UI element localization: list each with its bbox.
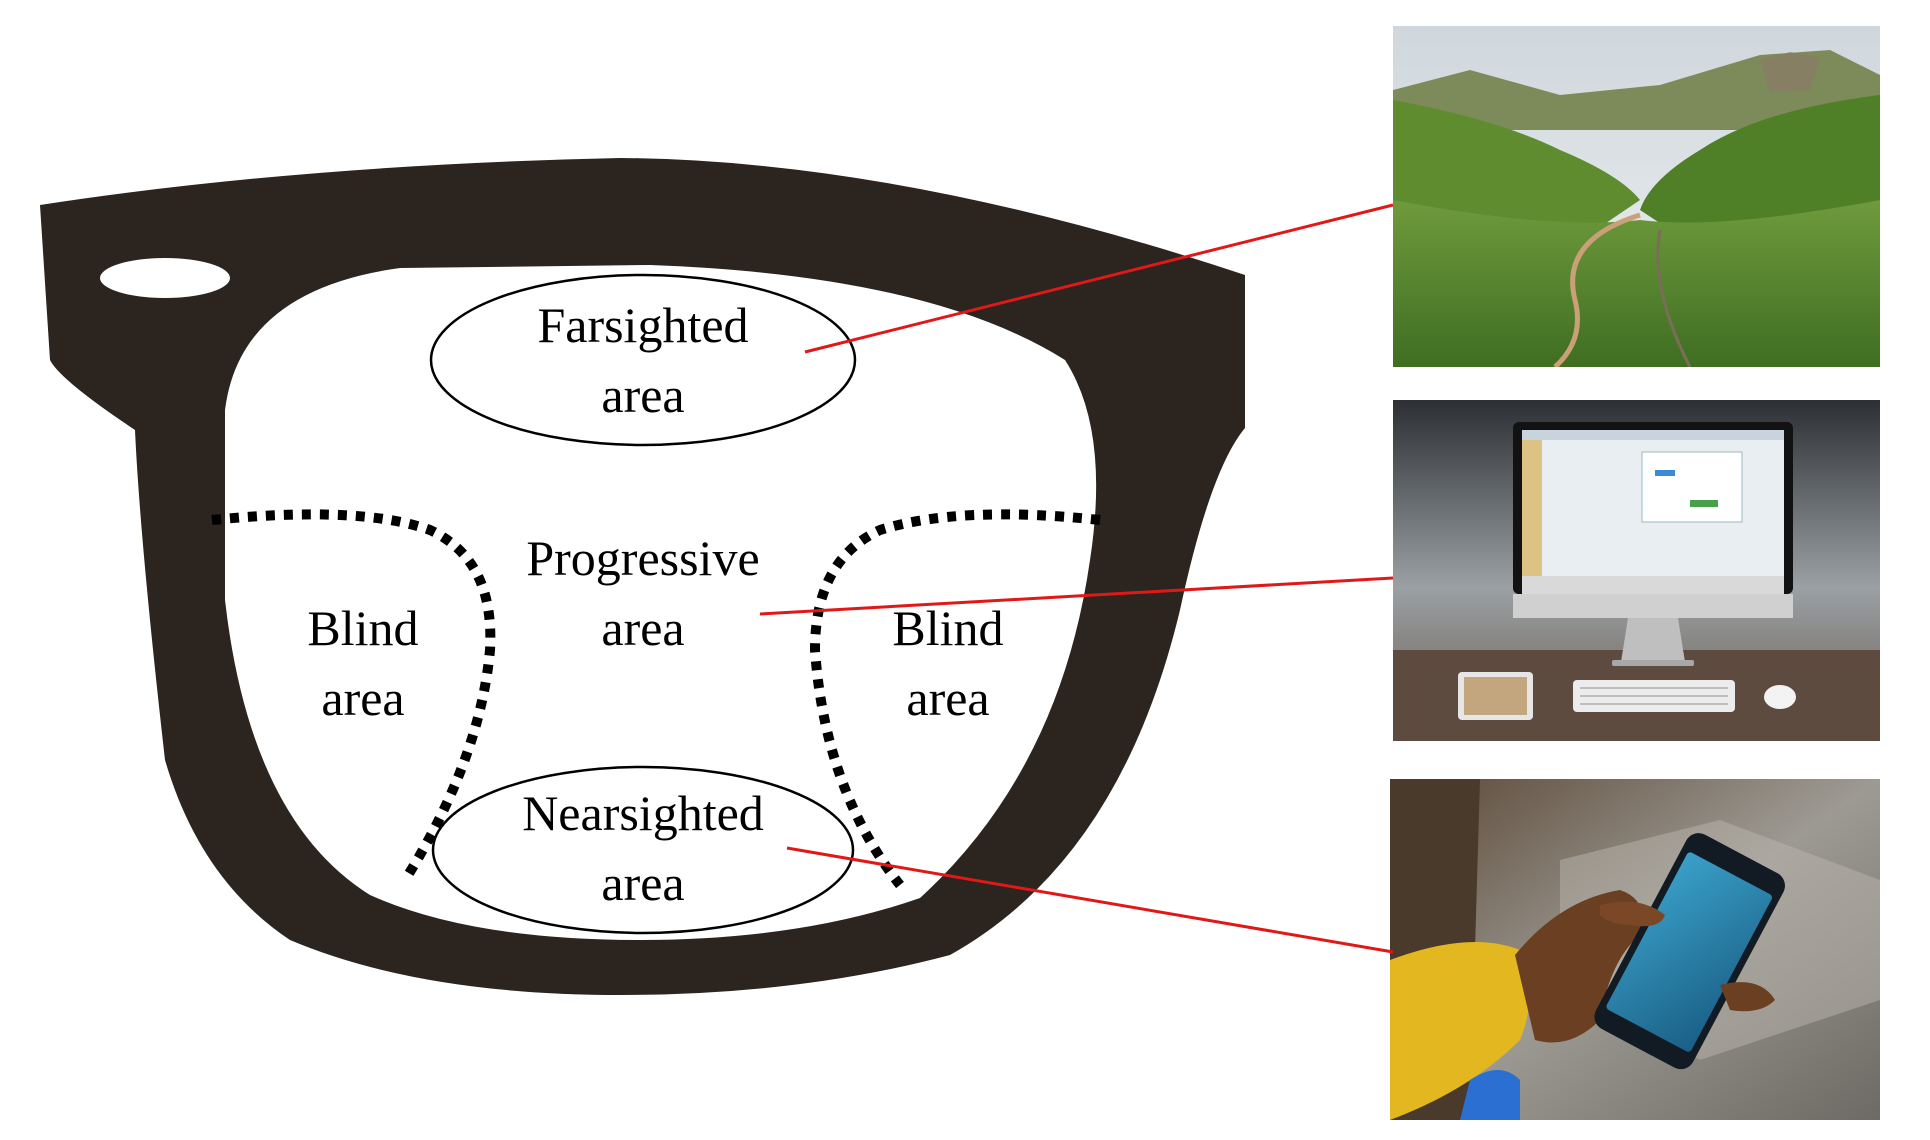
farsighted-zone-label: Farsighted area (537, 297, 748, 423)
frame-hinge-hole (100, 258, 230, 298)
nearsighted-zone-label: Nearsighted area (522, 785, 764, 911)
left-blind-boundary (211, 509, 496, 883)
photo-mountain-landscape (1393, 26, 1880, 367)
leader-progressive-to-computer (759, 576, 1394, 616)
blind-left-zone-label: Blind area (307, 600, 418, 726)
blind-right-zone-label: Blind area (892, 600, 1003, 726)
zone-boundaries (211, 509, 1101, 889)
mouse (1764, 685, 1796, 709)
nearsighted-label-line1: Nearsighted (522, 785, 764, 841)
frame-outline (40, 158, 1245, 995)
leader-nearsighted-to-phone (786, 846, 1394, 954)
photo-smartphone-in-hand (1390, 779, 1880, 1120)
blind-left-label-line1: Blind (307, 600, 418, 656)
nearsighted-label-line2: area (601, 855, 684, 911)
valley-road (1553, 212, 1641, 367)
leader-farsighted-to-landscape (804, 203, 1394, 354)
farsighted-label-line2: area (601, 367, 684, 423)
leader-lines (759, 203, 1394, 954)
blind-right-label-line1: Blind (892, 600, 1003, 656)
photo-desktop-computer (1393, 400, 1880, 741)
farsighted-zone-oval (429, 273, 857, 447)
eyeglass-frame (40, 158, 1245, 995)
blind-right-label-line2: area (906, 670, 989, 726)
progressive-label-line1: Progressive (526, 530, 759, 586)
farsighted-label-line1: Farsighted (537, 297, 748, 353)
blind-left-label-line2: area (321, 670, 404, 726)
progressive-zone-label: Progressive area (526, 530, 759, 656)
right-blind-boundary (809, 509, 1101, 889)
progressive-label-line2: area (601, 600, 684, 656)
nearsighted-zone-oval (431, 765, 855, 935)
